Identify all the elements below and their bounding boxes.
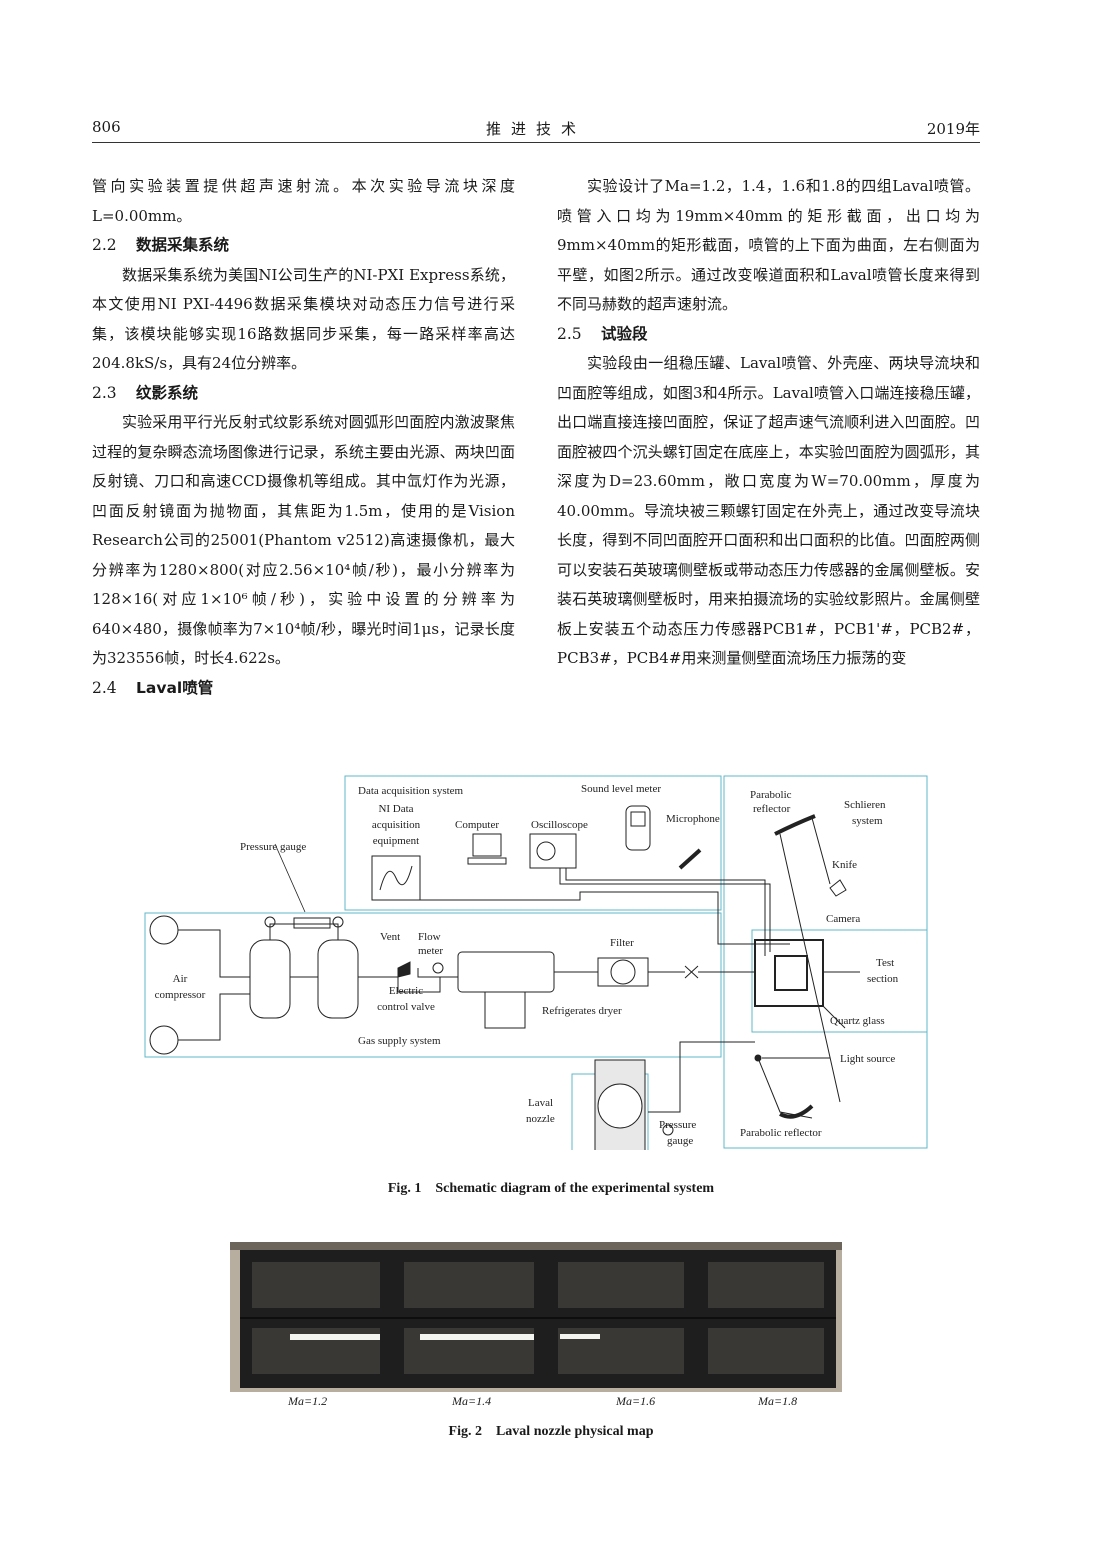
section-number: 2.5 — [557, 324, 582, 343]
filter — [597, 957, 649, 987]
paragraph: 实验采用平行光反射式纹影系统对圆弧形凹面腔内激波聚焦过程的复杂瞬态流场图像进行记… — [92, 413, 515, 667]
pressure-tank-1 — [249, 939, 291, 1019]
computer-icon — [472, 833, 502, 857]
parabolic-reflector-top — [774, 814, 816, 836]
label-daq-system: Data acquisition system — [358, 785, 464, 797]
label-electric-1: Electric — [389, 985, 423, 997]
daq-system-box — [344, 775, 722, 911]
section-title: 试验段 — [601, 324, 648, 343]
label-air-2: compressor — [155, 989, 206, 1001]
caption-text: Schematic diagram of the experimental sy… — [435, 1181, 715, 1196]
label-parabolic-bottom: Parabolic reflector — [740, 1127, 822, 1139]
section-heading-2-4: 2.4 Laval喷管 — [92, 674, 515, 704]
left-column: 管向实验装置提供超声速射流。本次实验导流块深度L=0.00mm。 2.2 数据采集… — [92, 172, 515, 703]
flow-meter — [432, 962, 444, 974]
label-parabolic-top-1: Parabolic — [750, 789, 792, 801]
label-ni-daq-1: NI Data — [378, 803, 413, 815]
parabolic-reflector-bottom — [779, 1104, 814, 1119]
refrigerated-dryer — [457, 951, 555, 993]
oscilloscope-icon — [529, 833, 577, 869]
journal-year: 2019年 — [926, 120, 980, 138]
label-schlieren-2: system — [852, 815, 883, 827]
label-gas-supply: Gas supply system — [358, 1035, 441, 1047]
label-air-1: Air — [173, 973, 188, 985]
sound-meter-icon — [625, 805, 651, 851]
section-heading-2-5: 2.5 试验段 — [557, 320, 980, 350]
header-rule — [92, 142, 980, 143]
paragraph: 管向实验装置提供超声速射流。本次实验导流块深度L=0.00mm。 — [92, 177, 515, 225]
label-computer: Computer — [455, 819, 499, 831]
nozzle-label-ma-1-4: Ma=1.4 — [452, 1394, 492, 1408]
label-electric-2: control valve — [377, 1001, 435, 1013]
label-ni-daq-2: acquisition — [372, 819, 421, 831]
microphone-icon — [678, 848, 702, 870]
label-test-2: section — [867, 973, 899, 985]
label-oscilloscope: Oscilloscope — [531, 819, 588, 831]
label-sound-meter: Sound level meter — [581, 783, 661, 795]
section-heading-2-2: 2.2 数据采集系统 — [92, 231, 515, 261]
caption-label: Fig. 1 — [387, 1181, 422, 1196]
label-schlieren-1: Schlieren — [844, 799, 886, 811]
label-flow-2: meter — [418, 945, 443, 957]
label-vent: Vent — [380, 931, 400, 943]
label-camera: Camera — [826, 913, 860, 925]
label-microphone: Microphone — [666, 813, 720, 825]
paragraph: 数据采集系统为美国NI公司生产的NI-PXI Express系统，本文使用NI … — [92, 265, 515, 373]
journal-name: 推进技术 — [485, 120, 586, 138]
figure-1-caption: Fig. 1 Schematic diagram of the experimen… — [0, 1181, 1102, 1197]
figure-2-caption: Fig. 2 Laval nozzle physical map — [0, 1424, 1102, 1440]
pressure-gauge-top — [293, 917, 331, 929]
section-title: Laval喷管 — [136, 678, 214, 697]
nozzle-label-ma-1-2: Ma=1.2 — [288, 1394, 328, 1408]
air-compressor-top — [149, 915, 179, 945]
label-pg-bottom-1: Pressure — [659, 1119, 696, 1131]
nozzle-labels: Ma=1.2 Ma=1.4 Ma=1.6 Ma=1.8 — [230, 1394, 842, 1410]
label-filter: Filter — [610, 937, 634, 949]
label-laval-1: Laval — [528, 1097, 553, 1109]
label-pressure-gauge-top: Pressure gauge — [240, 841, 306, 853]
right-column: 实验设计了Ma=1.2，1.4，1.6和1.8的四组Laval喷管。喷管入口均为… — [557, 172, 980, 674]
figure-2-photo — [230, 1242, 842, 1392]
label-flow-1: Flow — [418, 931, 441, 943]
section-number: 2.2 — [92, 236, 117, 254]
label-parabolic-top-2: reflector — [753, 803, 791, 815]
running-header: 806 推进技术 2019年 — [92, 118, 980, 140]
test-section — [754, 939, 824, 1007]
label-ni-daq-3: equipment — [373, 835, 419, 847]
nozzle-label-ma-1-6: Ma=1.6 — [616, 1394, 656, 1408]
caption-text: Laval nozzle physical map — [495, 1424, 654, 1439]
label-knife: Knife — [832, 859, 857, 871]
label-light: Light source — [840, 1053, 895, 1065]
section-title: 数据采集系统 — [136, 236, 230, 254]
label-laval-2: nozzle — [526, 1113, 555, 1125]
label-dryer: Refrigerates dryer — [542, 1005, 622, 1017]
section-heading-2-3: 2.3 纹影系统 — [92, 379, 515, 409]
test-section-box — [751, 929, 928, 1033]
air-compressor-bottom — [149, 1025, 179, 1055]
paragraph: 实验段由一组稳压罐、Laval喷管、外壳座、两块导流块和凹面腔等组成，如图3和4… — [557, 354, 980, 667]
figure-1-schematic: Data acquisition system NI Data acquisit… — [144, 775, 928, 1150]
nozzle-label-ma-1-8: Ma=1.8 — [758, 1394, 798, 1408]
caption-label: Fig. 2 — [448, 1424, 482, 1439]
page-number: 806 — [92, 118, 121, 136]
section-number: 2.3 — [92, 383, 117, 402]
ni-daq-equipment — [371, 855, 421, 901]
paragraph: 实验设计了Ma=1.2，1.4，1.6和1.8的四组Laval喷管。喷管入口均为… — [557, 177, 980, 313]
label-test-1: Test — [876, 957, 894, 969]
label-quartz: Quartz glass — [830, 1015, 885, 1027]
pressure-tank-2 — [317, 939, 359, 1019]
gas-supply-box — [144, 912, 722, 1058]
label-pg-bottom-2: gauge — [667, 1135, 693, 1147]
section-number: 2.4 — [92, 678, 117, 697]
section-title: 纹影系统 — [136, 383, 199, 402]
